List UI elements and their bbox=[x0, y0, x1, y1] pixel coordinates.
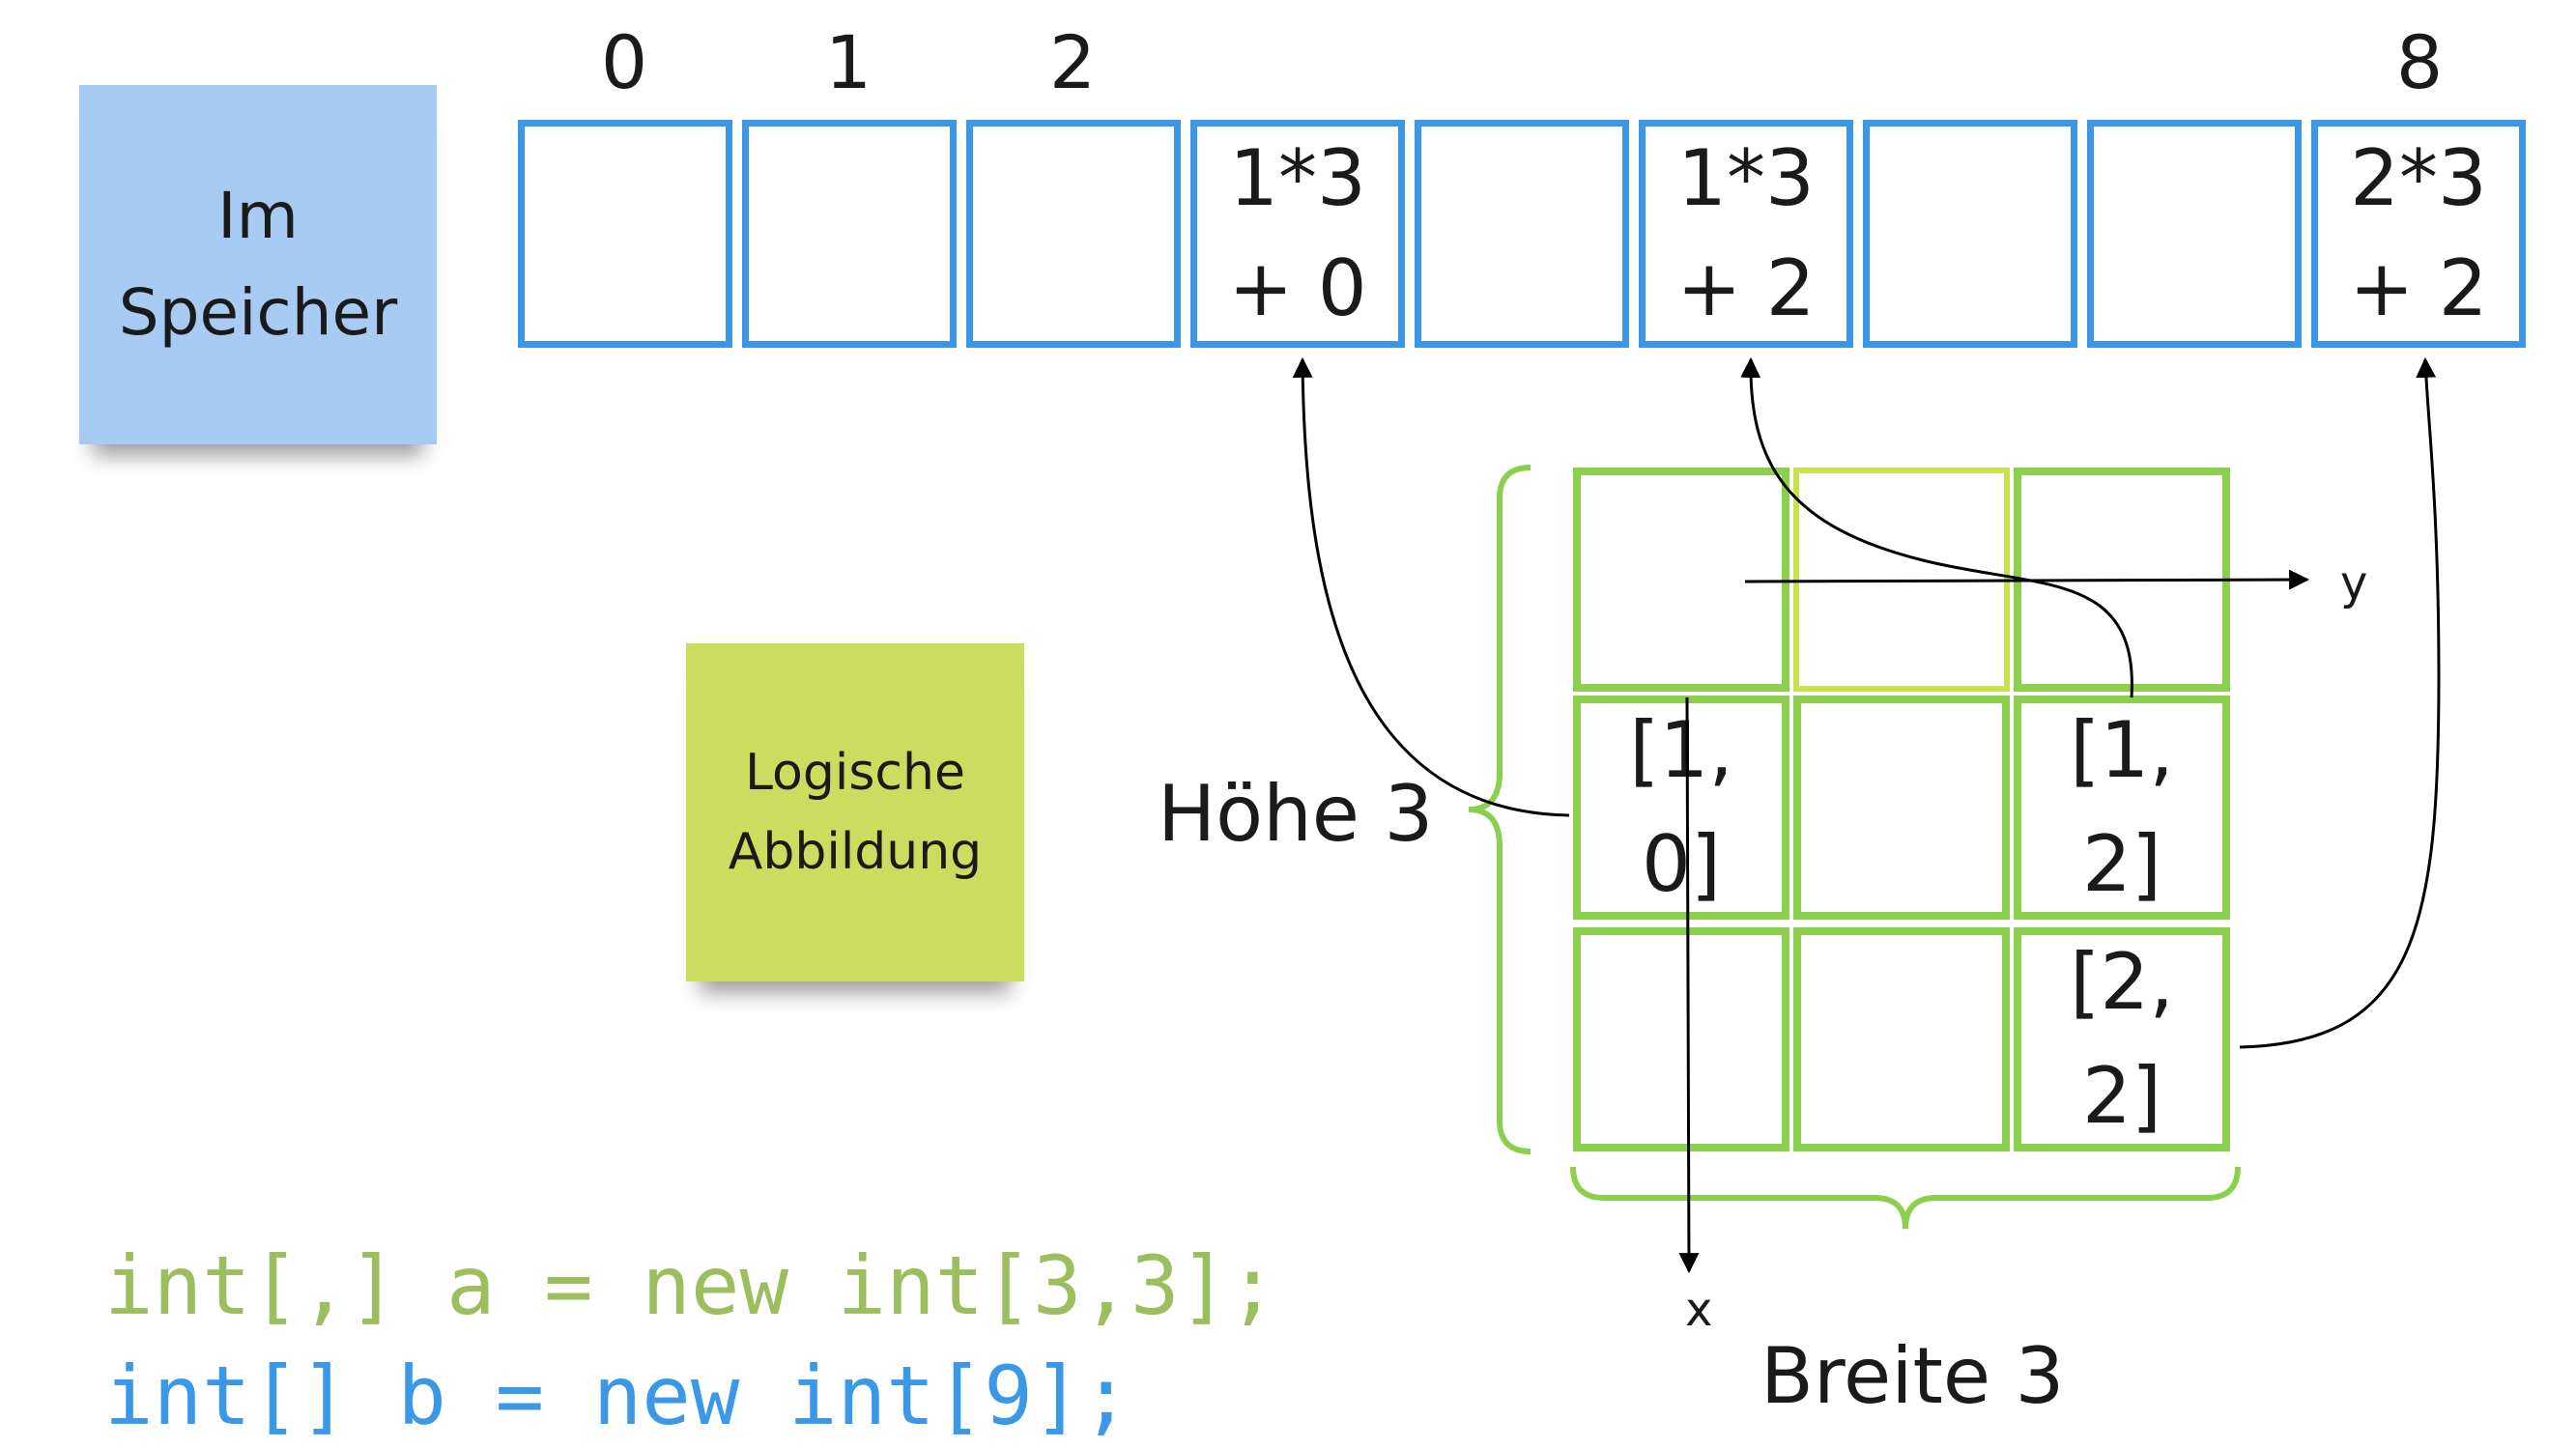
x-axis-arrow bbox=[1678, 696, 1700, 1274]
grid-cell-2-0 bbox=[1573, 927, 1789, 1151]
memory-cell-3-line1: 1*3 bbox=[1229, 133, 1366, 223]
arrow-2-2-to-cell-8 bbox=[2239, 356, 2441, 1049]
memory-cell-5-line2: + 2 bbox=[1676, 243, 1816, 333]
height-label: Höhe 3 bbox=[1158, 769, 1434, 859]
width-brace bbox=[1570, 1166, 2241, 1230]
memory-cell-3-line2: + 0 bbox=[1228, 243, 1367, 333]
memory-cell-8-line2: + 2 bbox=[2349, 243, 2488, 333]
memory-cell-8: 2*3 + 2 bbox=[2311, 120, 2526, 348]
width-label: Breite 3 bbox=[1760, 1331, 2065, 1421]
memory-cell-7 bbox=[2087, 120, 2302, 348]
height-brace bbox=[1468, 465, 1531, 1154]
memory-index-0: 0 bbox=[600, 19, 648, 105]
grid-cell-1-0-line1: [1, bbox=[1629, 705, 1733, 795]
note-memory-line2: Speicher bbox=[118, 275, 398, 350]
grid-cell-2-2-line2: 2] bbox=[2081, 1051, 2162, 1141]
note-logical-line1: Logische bbox=[745, 744, 965, 802]
memory-cell-5-line1: 1*3 bbox=[1677, 133, 1815, 223]
grid-cell-1-1 bbox=[1793, 696, 2010, 920]
memory-cell-3: 1*3 + 0 bbox=[1190, 120, 1405, 348]
grid-cell-2-2: [2, 2] bbox=[2014, 927, 2230, 1151]
grid-cell-1-0-line2: 0] bbox=[1641, 819, 1722, 909]
arrow-1-2-to-cell-5 bbox=[1740, 356, 2133, 698]
memory-cell-6 bbox=[1863, 120, 2077, 348]
code-line-1d-array: int[] b = new int[9]; bbox=[104, 1349, 1131, 1443]
grid-cell-0-0 bbox=[1573, 468, 1789, 692]
memory-cell-4 bbox=[1415, 120, 1629, 348]
arrow-1-0-to-cell-3 bbox=[1292, 356, 1570, 817]
memory-cell-5: 1*3 + 2 bbox=[1639, 120, 1853, 348]
memory-cell-8-line1: 2*3 bbox=[2350, 133, 2487, 223]
memory-cell-1 bbox=[742, 120, 957, 348]
grid-cell-2-1 bbox=[1793, 927, 2010, 1151]
note-logical: Logische Abbildung bbox=[686, 643, 1024, 981]
grid-cell-1-2-line2: 2] bbox=[2081, 819, 2162, 909]
x-axis-label: x bbox=[1685, 1283, 1713, 1337]
note-logical-line2: Abbildung bbox=[728, 823, 983, 881]
memory-index-8: 8 bbox=[2395, 19, 2444, 105]
note-memory-line1: Im bbox=[217, 179, 299, 253]
memory-index-2: 2 bbox=[1048, 19, 1097, 105]
y-axis-label: y bbox=[2340, 556, 2368, 611]
memory-cell-2 bbox=[966, 120, 1181, 348]
memory-index-1: 1 bbox=[824, 19, 873, 105]
memory-cell-0 bbox=[518, 120, 732, 348]
code-line-2d-array: int[,] a = new int[3,3]; bbox=[104, 1238, 1277, 1333]
note-memory: Im Speicher bbox=[79, 85, 437, 444]
grid-cell-2-2-line1: [2, bbox=[2070, 937, 2174, 1027]
grid-cell-1-2-line1: [1, bbox=[2070, 705, 2174, 795]
grid-cell-1-2: [1, 2] bbox=[2014, 696, 2230, 920]
grid-cell-1-0: [1, 0] bbox=[1573, 696, 1789, 920]
